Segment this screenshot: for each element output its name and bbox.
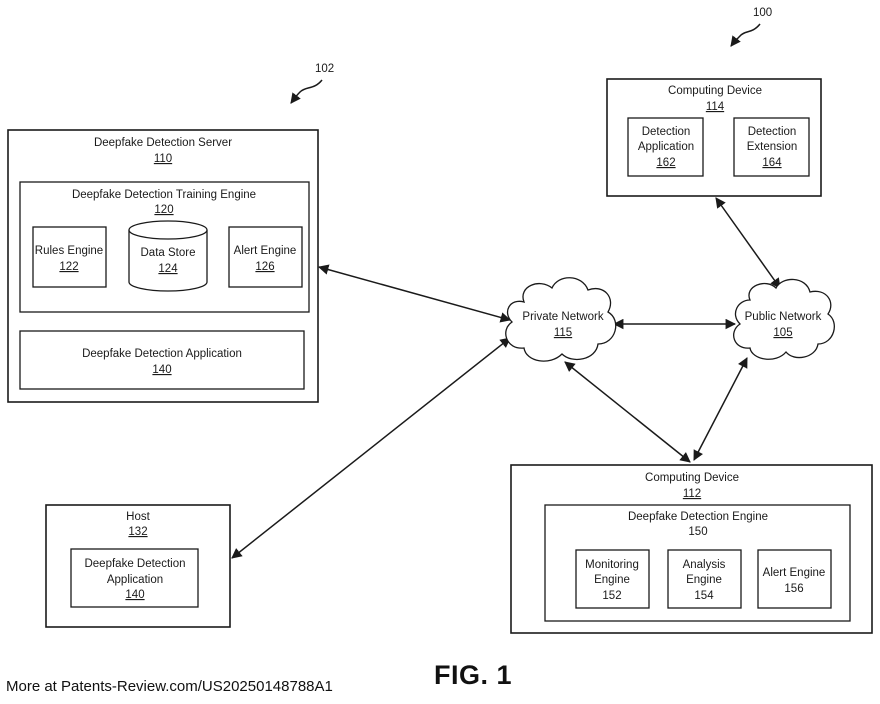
deepfake-detection-engine-150: Deepfake Detection Engine 150 Monitoring… bbox=[545, 505, 850, 621]
ref-102-arrow bbox=[291, 80, 322, 103]
detection-ext-line1: Detection bbox=[748, 126, 797, 138]
analysis-engine-154: Analysis Engine 154 bbox=[668, 550, 741, 608]
engine-150-num: 150 bbox=[688, 526, 707, 538]
host-132: Host 132 Deepfake Detection Application … bbox=[46, 505, 230, 627]
analysis-num: 154 bbox=[694, 590, 714, 602]
training-engine: Deepfake Detection Training Engine 120 R… bbox=[20, 182, 309, 312]
computing-device-114: Computing Device 114 Detection Applicati… bbox=[607, 79, 821, 196]
server-num: 110 bbox=[154, 153, 172, 165]
connector-private-device112 bbox=[565, 362, 690, 462]
private-network-title: Private Network bbox=[522, 311, 603, 323]
alert-engine-156: Alert Engine 156 bbox=[758, 550, 831, 608]
analysis-line2: Engine bbox=[686, 574, 722, 586]
detection-ext-line2: Extension bbox=[747, 141, 798, 153]
device-112-num: 112 bbox=[683, 488, 701, 500]
device-112-title: Computing Device bbox=[645, 472, 739, 484]
host-num: 132 bbox=[128, 526, 147, 538]
device-114-title: Computing Device bbox=[668, 85, 762, 97]
connector-public-device112 bbox=[694, 358, 747, 460]
rules-engine-title: Rules Engine bbox=[35, 245, 103, 257]
detection-app-line1: Detection bbox=[642, 126, 691, 138]
monitoring-line1: Monitoring bbox=[585, 559, 639, 571]
public-network-title: Public Network bbox=[745, 311, 822, 323]
private-network-cloud: Private Network 115 bbox=[506, 278, 616, 361]
alert-engine-126: Alert Engine 126 bbox=[229, 227, 302, 287]
host-app-num: 140 bbox=[125, 589, 144, 601]
rules-engine: Rules Engine 122 bbox=[33, 227, 106, 287]
deepfake-detection-server: Deepfake Detection Server 110 Deepfake D… bbox=[8, 130, 318, 402]
detection-ext-num: 164 bbox=[762, 157, 782, 169]
alert-156-line1: Alert Engine bbox=[763, 567, 826, 579]
training-engine-num: 120 bbox=[154, 204, 173, 216]
detection-extension-164: Detection Extension 164 bbox=[734, 118, 809, 176]
monitoring-num: 152 bbox=[602, 590, 621, 602]
data-store-title: Data Store bbox=[141, 247, 196, 259]
rules-engine-num: 122 bbox=[59, 261, 78, 273]
analysis-line1: Analysis bbox=[683, 559, 726, 571]
alert-engine-126-title: Alert Engine bbox=[234, 245, 297, 257]
detection-application-162: Detection Application 162 bbox=[628, 118, 703, 176]
alert-engine-126-num: 126 bbox=[255, 261, 274, 273]
server-application-title: Deepfake Detection Application bbox=[82, 348, 242, 360]
host-title: Host bbox=[126, 511, 150, 523]
connector-server-private bbox=[319, 267, 510, 320]
host-app-line1: Deepfake Detection bbox=[84, 558, 185, 570]
data-store-num: 124 bbox=[158, 263, 178, 275]
detection-app-num: 162 bbox=[656, 157, 675, 169]
device-114-num: 114 bbox=[706, 101, 725, 113]
connector-device114-public bbox=[716, 198, 780, 288]
host-application-140: Deepfake Detection Application 140 bbox=[71, 549, 198, 607]
training-engine-title: Deepfake Detection Training Engine bbox=[72, 189, 256, 201]
server-application-num: 140 bbox=[152, 364, 171, 376]
monitoring-line2: Engine bbox=[594, 574, 630, 586]
footer-source-link[interactable]: More at Patents-Review.com/US20250148788… bbox=[6, 678, 333, 695]
ref-100: 100 bbox=[753, 7, 772, 19]
figure-label: FIG. 1 bbox=[434, 660, 512, 691]
host-app-line2: Application bbox=[107, 574, 163, 586]
alert-156-num: 156 bbox=[784, 583, 803, 595]
monitoring-engine-152: Monitoring Engine 152 bbox=[576, 550, 649, 608]
server-application: Deepfake Detection Application 140 bbox=[20, 331, 304, 389]
detection-app-line2: Application bbox=[638, 141, 694, 153]
ref-100-arrow bbox=[731, 24, 760, 46]
ref-102: 102 bbox=[315, 63, 334, 75]
public-network-num: 105 bbox=[773, 327, 792, 339]
data-store-cylinder: Data Store 124 bbox=[129, 221, 207, 291]
server-title: Deepfake Detection Server bbox=[94, 137, 232, 149]
engine-150-title: Deepfake Detection Engine bbox=[628, 511, 768, 523]
private-network-num: 115 bbox=[554, 327, 572, 339]
public-network-cloud: Public Network 105 bbox=[734, 279, 835, 359]
computing-device-112: Computing Device 112 Deepfake Detection … bbox=[511, 465, 872, 633]
